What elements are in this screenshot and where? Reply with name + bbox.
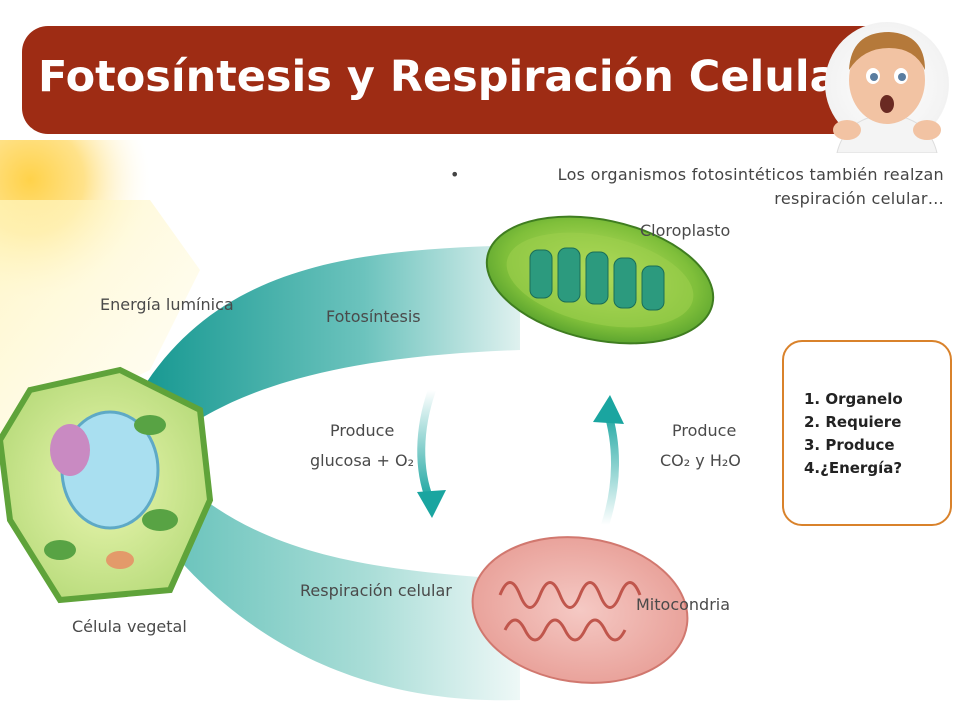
bullet-line-1: Los organismos fotosintéticos también re… [557,165,944,184]
quiz-list: 1. Organelo 2. Requiere 3. Produce 4.¿En… [804,388,903,480]
plant-cell-illustration [0,366,214,604]
quiz-item: 4.¿Energía? [804,459,903,477]
quiz-box: 1. Organelo 2. Requiere 3. Produce 4.¿En… [782,340,952,526]
bullet-icon: • [450,165,460,184]
page-title: Fotosíntesis y Respiración Celular [38,52,860,102]
quiz-item: 1. Organelo [804,390,903,408]
quiz-item: 3. Produce [804,436,895,454]
label-produce-left: Produce [330,421,395,440]
respiration-band [140,470,520,701]
light-beam [0,200,200,440]
label-cellular-respiration: Respiración celular [300,581,452,600]
quiz-item: 2. Requiere [804,413,902,431]
surprised-boy-image [825,22,949,153]
label-mitochondrion: Mitocondria [636,595,731,614]
mitochondrion-illustration [471,536,689,684]
bullet-point: • Los organismos fotosintéticos también … [450,163,944,211]
down-arrow-icon [417,388,436,502]
label-light-energy: Energía lumínica [100,295,234,314]
bullet-line-2: respiración celular… [774,189,944,208]
chloroplast-illustration [485,215,715,345]
label-plant-cell: Célula vegetal [72,617,187,636]
label-chloroplast: Cloroplasto [640,221,731,240]
title-banner [22,26,902,134]
photosynthesis-respiration-diagram [0,140,715,701]
up-arrow-icon [601,408,619,527]
label-glucose-o2: glucosa + O₂ [310,451,415,470]
label-photosynthesis: Fotosíntesis [326,307,421,326]
photosynthesis-band [130,245,520,440]
label-produce-right: Produce [672,421,737,440]
label-co2-h2o: CO₂ y H₂O [660,451,741,470]
